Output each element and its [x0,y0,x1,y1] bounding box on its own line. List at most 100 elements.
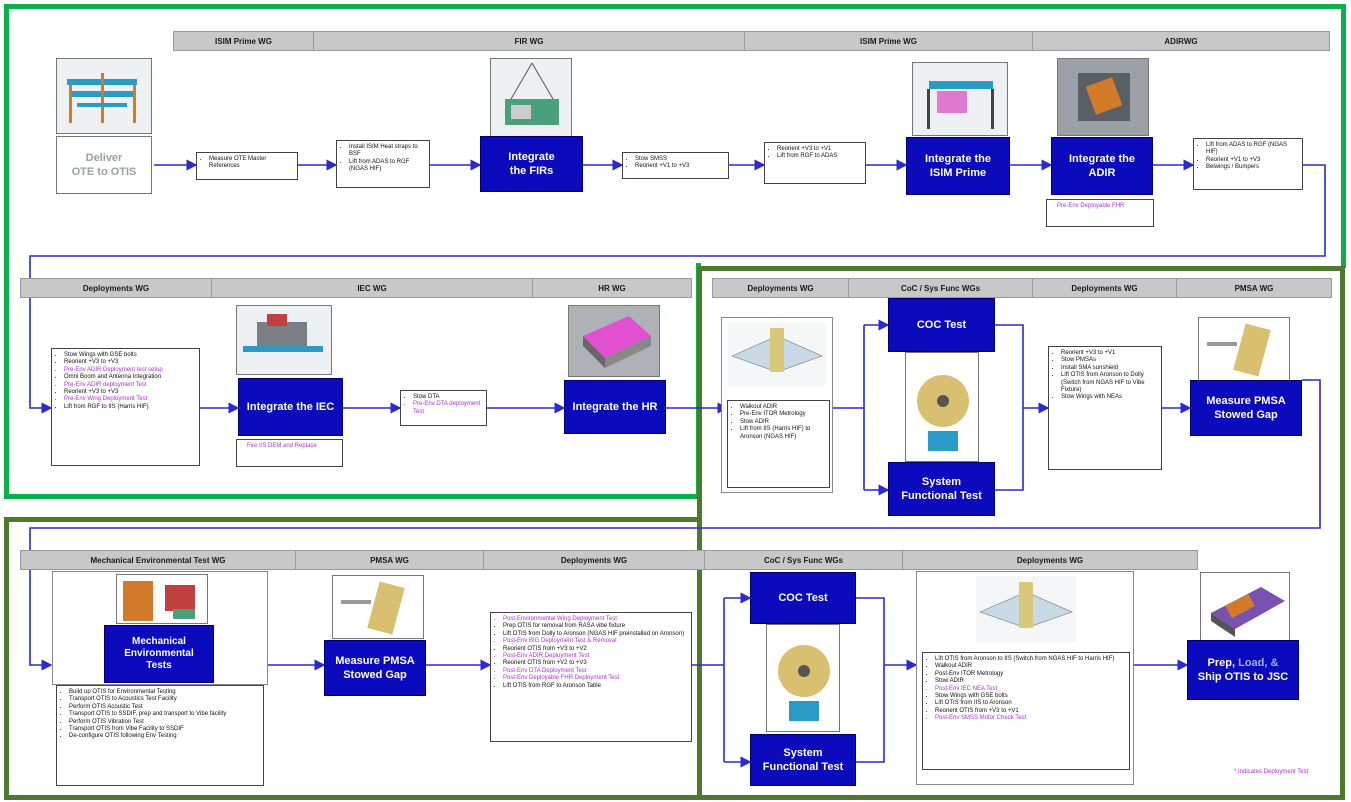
header-deployments-wg-3: Deployments WG [1032,278,1177,298]
step-line: Lift from ADAS to RGF (NGAS HIF) [1206,142,1299,157]
hr-image [568,305,660,377]
header-fir-wg: FIR WG [313,31,745,51]
prep-label: Prep, [1207,657,1239,669]
step-stow-wings-list[interactable]: Stow Wings with GSE bolts Reorient +V3 t… [51,348,200,466]
step-reorient-stow-pmsas[interactable]: Reorient +V3 to +V1Stow PMSAsInstall SMA… [1048,346,1162,470]
step-line-deployment-test: Post-Env IEC NEA Test [935,686,1126,693]
step-line: Stow DTA [413,394,483,401]
measure-pmsa-step-2[interactable]: Measure PMSA Stowed Gap [324,640,426,696]
integrate-isim-prime-step[interactable]: Integrate the ISIM Prime [906,137,1010,195]
integrate-hr-step[interactable]: Integrate the HR [564,380,666,434]
integrate-adir-step[interactable]: Integrate the ADIR [1051,137,1153,195]
step-line-deployment-test: Post-Env DTA Deployment Test [503,668,688,675]
iec-note: Fire I/S DEM and Replace [236,439,343,467]
step-stow-smss[interactable]: Stow SMSSReorient +V1 to +V3 [622,152,729,179]
step-line: Install SMA sunshield [1061,365,1158,372]
load-label: Load, & [1238,657,1279,669]
step-line: Reorient +V3 to +V1 [1061,350,1158,357]
step-line-deployment-test: Pre-Env Wing Deployment Test [64,396,196,403]
system-functional-test-step-2[interactable]: System Functional Test [750,734,856,786]
step-line: Reorient OTIS from +V3 to +V1 [935,708,1126,715]
step-line: Lift from ADAS to RGF (NGAS HIF) [349,159,426,174]
adir-image [1057,58,1149,136]
step-line: De-configure OTIS following Env Testing [69,733,260,740]
step-line: Walkout ADIR [935,663,1126,670]
phase-frame-3 [4,517,701,800]
header-deployments-wg-2: Deployments WG [712,278,849,298]
step-line: Stow Wings with GSE bolts [935,693,1126,700]
step-line-deployment-test: Pre-Env ADIR Deployment test setup [64,367,196,374]
ote-image [56,58,152,134]
step-line: Lift OTIS from Dolly to Aronson (NGAS HI… [503,631,688,638]
measure-pmsa-step-1[interactable]: Measure PMSA Stowed Gap [1190,380,1302,436]
step-lift-walkout-list[interactable]: Lift OTIS from Aronson to IIS (Switch fr… [922,652,1130,770]
step-lift-belwings[interactable]: Lift from ADAS to RGF (NGAS HIF)Reorient… [1193,138,1303,190]
step-line-deployment-test: Post-Environmental Wing Deployment Test [503,616,688,623]
step-line: Transport OTIS to SSDIF, prep and transp… [69,711,260,718]
header-coc-sys-func-1: CoC / Sys Func WGs [848,278,1033,298]
step-line: Perform OTIS Vibration Test [69,719,260,726]
step-reorient-lift[interactable]: Reorient +V3 to +V1Lift from RGF to ADAS [764,142,866,184]
step-line: Stow Wings with NEAs [1061,394,1158,401]
step-stow-dta[interactable]: Stow DTAPre-Env DTA deployment Test [400,390,487,426]
step-line: Lift OTIS from Aronson to Dolly (Switch … [1061,372,1158,394]
step-line: Stow PMSAs [1061,357,1158,364]
step-line: Stow ADIR [740,419,826,426]
header-adir-wg: ADIRWG [1032,31,1330,51]
step-line-deployment-test: Post-Env ADIR Deployment Test [503,653,688,660]
telescope-image-3 [766,624,840,732]
step-install-heat-straps[interactable]: Install ISIM Heat straps to BSFLift from… [336,140,430,188]
step-measure-ote[interactable]: Measure OTE Master References [196,152,298,180]
header-pmsa-wg-1: PMSA WG [1176,278,1332,298]
step-line: Reorient +V3 to +V3 [64,359,196,366]
step-line: Lift OTIS from IIS to Aronson [935,700,1126,707]
step-line: Reorient +V3 to +V3 [64,389,196,396]
telescope-image-4 [976,576,1076,642]
step-line: Perform OTIS Acoustic Test [69,704,260,711]
step-line: Lift from RGF to ADAS [777,153,862,160]
step-line: Measure OTE Master References [209,156,294,171]
deployment-test-legend: * Indicates Deployment Test [1234,769,1309,775]
step-line: Transport OTIS to Acoustics Test Facilit… [69,696,260,703]
header-deployments-wg-1: Deployments WG [20,278,212,298]
iec-image [236,305,332,375]
step-line: Reorient +V1 to +V3 [1206,157,1299,164]
step-line-deployment-test: Post-Env Deployable FHR Deployment Test [503,675,688,682]
integrate-iec-step[interactable]: Integrate the IEC [238,378,343,436]
header-iec-wg: IEC WG [211,278,533,298]
step-line: Lift OTIS from Aronson to IIS (Switch fr… [935,656,1126,663]
step-line: Belwings / Bumpers [1206,164,1299,171]
step-line: Stow SMSS [635,156,725,163]
coc-test-step-2[interactable]: COC Test [750,572,856,624]
header-coc-sys-func-2: CoC / Sys Func WGs [704,550,903,570]
deliver-ote-step[interactable]: Deliver OTE to OTIS [56,136,152,194]
step-line: Install ISIM Heat straps to BSF [349,144,426,159]
step-line: Omni Boom and Antenna Integration [64,374,196,381]
header-isim-prime-wg-1: ISIM Prime WG [173,31,314,51]
step-line: Reorient +V1 to +V3 [635,163,725,170]
step-line: Reorient OTIS from +V3 to +V2 [503,646,688,653]
step-line: Stow Wings with GSE bolts [64,352,196,359]
step-line: Reorient OTIS from +V2 to +V3 [503,660,688,667]
integrate-firs-step[interactable]: Integrate the FIRs [480,136,583,192]
prep-load-ship-step[interactable]: Prep, Load, & Ship OTIS to JSC [1187,640,1299,700]
header-deployments-wg-5: Deployments WG [902,550,1198,570]
isim-prime-image [912,62,1008,136]
step-post-env-deployment-list[interactable]: Post-Environmental Wing Deployment Test … [490,612,692,742]
coc-test-step-1[interactable]: COC Test [888,298,995,352]
step-line: Lift from RGF to IIS (Harris HIF) [64,404,196,411]
step-line: Transport OTIS from Vibe Facility to SSD… [69,726,260,733]
header-mech-env-test-wg: Mechanical Environmental Test WG [20,550,296,570]
telescope-image-2 [905,352,979,462]
fir-image [490,58,572,138]
step-env-testing-list[interactable]: Build up OTIS for Environmental TestingT… [56,685,264,786]
system-functional-test-step-1[interactable]: System Functional Test [888,462,995,516]
step-line: Stow ADIR [935,678,1126,685]
mechanical-environmental-tests-step[interactable]: Mechanical Environmental Tests [104,625,214,683]
step-line-deployment-test: Pre-Env DTA deployment Test [413,401,483,416]
header-deployments-wg-4: Deployments WG [483,550,705,570]
ship-label: Ship OTIS to JSC [1197,671,1289,683]
pmsa-image-2 [332,575,424,639]
